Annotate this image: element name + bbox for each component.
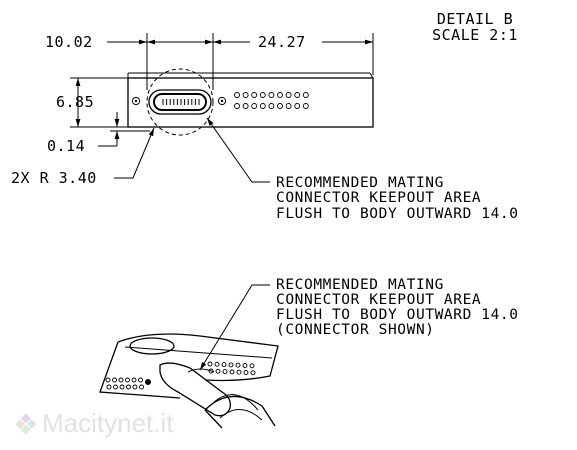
speaker-hole xyxy=(125,377,130,383)
speaker-hole xyxy=(126,384,131,390)
speaker-hole xyxy=(277,92,283,98)
usb-c-port-outline xyxy=(148,89,212,115)
speaker-hole xyxy=(251,92,258,98)
watermark-text: Macitynet.it xyxy=(42,408,174,438)
callout-2-leader xyxy=(199,284,270,371)
speaker-hole xyxy=(251,103,258,109)
watermark: Macitynet.it xyxy=(15,408,174,438)
screw-left-icon xyxy=(131,96,141,106)
speaker-hole xyxy=(236,369,242,375)
device-body-perspective-view xyxy=(99,333,279,429)
callout-1-line-1: RECOMMENDED MATING xyxy=(276,175,444,191)
speaker-hole xyxy=(242,363,248,368)
detail-scale: SCALE 2:1 xyxy=(432,26,518,44)
callout-1-leader xyxy=(206,117,270,183)
speaker-grille-right xyxy=(207,361,256,376)
speaker-hole xyxy=(215,368,221,374)
speaker-hole xyxy=(285,92,292,98)
cable xyxy=(204,395,276,429)
speaker-hole xyxy=(207,361,213,367)
speaker-hole xyxy=(105,377,111,383)
speaker-hole xyxy=(234,103,240,109)
speaker-hole xyxy=(268,92,275,98)
cable-connector xyxy=(159,362,231,417)
speaker-hole xyxy=(234,92,240,98)
speaker-hole xyxy=(132,384,138,390)
speaker-hole xyxy=(294,103,301,109)
dimension-height: 6.85 xyxy=(56,93,94,111)
speaker-grille-left xyxy=(105,377,144,390)
speaker-hole xyxy=(285,103,292,109)
speaker-hole xyxy=(259,92,266,98)
speaker-hole xyxy=(259,103,266,109)
callout-2-line-1: RECOMMENDED MATING xyxy=(276,277,444,293)
speaker-hole xyxy=(242,92,249,98)
speaker-hole xyxy=(302,92,309,98)
watermark-logo-icon xyxy=(15,413,37,435)
speaker-hole xyxy=(208,368,214,374)
speaker-grille-top xyxy=(234,92,309,109)
dimension-radius: 2X R 3.40 xyxy=(11,169,97,187)
speaker-hole xyxy=(242,103,249,109)
keepout-area-circle xyxy=(146,68,214,136)
speaker-hole xyxy=(249,363,255,369)
speaker-hole xyxy=(228,362,234,368)
speaker-hole xyxy=(113,384,118,390)
dimension-offset: 24.27 xyxy=(258,33,306,51)
speaker-hole xyxy=(139,384,144,390)
speaker-hole xyxy=(250,370,256,376)
speaker-hole xyxy=(138,377,143,383)
callout-2-line-2: CONNECTOR KEEPOUT AREA xyxy=(276,292,481,308)
device-body-top-view xyxy=(127,68,374,136)
screw-right-icon xyxy=(217,96,227,106)
callout-2-line-4: (CONNECTOR SHOWN) xyxy=(276,322,435,338)
callout-1-line-2: CONNECTOR KEEPOUT AREA xyxy=(276,190,481,206)
speaker-hole xyxy=(118,377,124,383)
speaker-hole xyxy=(106,384,112,390)
dimension-width: 10.02 xyxy=(45,33,93,51)
speaker-hole xyxy=(268,103,275,109)
dimension-recess: 0.14 xyxy=(47,137,85,155)
speaker-hole xyxy=(229,369,235,375)
speaker-hole xyxy=(112,377,117,383)
speaker-hole xyxy=(277,103,283,109)
speaker-hole xyxy=(131,377,137,383)
callout-1-line-3: FLUSH TO BODY OUTWARD 14.0 xyxy=(276,206,519,222)
speaker-hole xyxy=(119,384,125,390)
speaker-hole xyxy=(235,362,241,368)
speaker-hole xyxy=(302,103,309,109)
detail-title: DETAIL B xyxy=(437,10,513,28)
speaker-hole xyxy=(294,92,301,98)
speaker-hole xyxy=(243,370,249,375)
speaker-hole xyxy=(222,369,228,375)
speaker-hole xyxy=(221,362,227,368)
speaker-hole xyxy=(214,361,220,367)
callout-2-line-3: FLUSH TO BODY OUTWARD 14.0 xyxy=(276,307,519,323)
